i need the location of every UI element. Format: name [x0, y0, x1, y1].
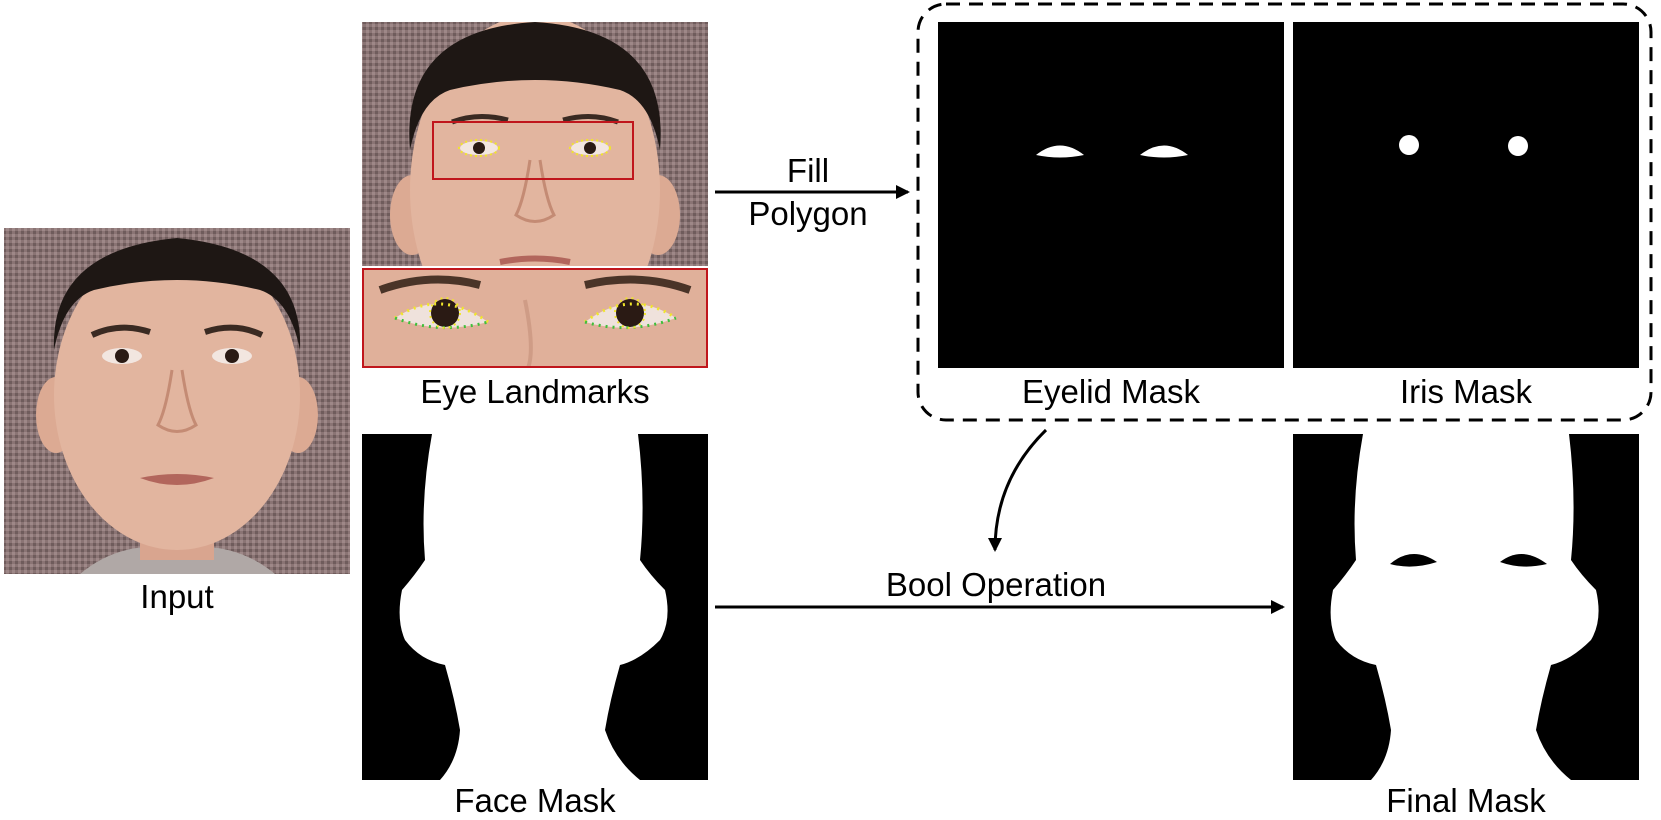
fill-arrow-label-line2: Polygon — [748, 195, 868, 232]
face-mask-label: Face Mask — [454, 782, 616, 819]
eye-region-box — [432, 121, 634, 180]
eye-crop-frame — [362, 268, 708, 368]
face-mask-image — [362, 434, 708, 780]
bool-operation-label: Bool Operation — [885, 566, 1107, 603]
eye-landmarks-photo — [362, 22, 708, 266]
iris-mask-label: Iris Mask — [1400, 373, 1532, 410]
final-mask-label: Final Mask — [1386, 782, 1546, 819]
eye-landmarks-label: Eye Landmarks — [420, 373, 650, 410]
combine-arrow — [988, 428, 1048, 552]
final-mask-image — [1293, 434, 1639, 780]
input-photo — [4, 228, 350, 574]
eyelid-mask-image — [938, 22, 1284, 368]
eye-crop-zoom — [362, 268, 708, 368]
fill-arrow-label-line1: Fill — [786, 152, 830, 189]
eyelid-mask-label: Eyelid Mask — [1022, 373, 1200, 410]
iris-mask-image — [1293, 22, 1639, 368]
mask-group-frame — [916, 2, 1653, 422]
input-label: Input — [140, 578, 214, 615]
